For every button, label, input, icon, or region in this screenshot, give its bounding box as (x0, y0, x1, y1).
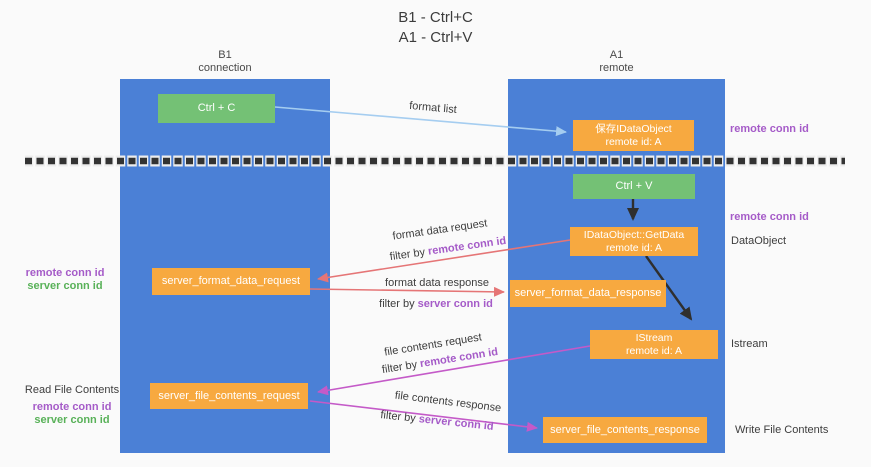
left-header-role: connection (198, 62, 252, 74)
server-file-contents-response-box: server_file_contents_response (543, 417, 707, 443)
left-conn-id-stack-bottom: remote conn id server conn id (17, 401, 127, 427)
getdata-label: IDataObject::GetData remote id: A (584, 229, 684, 255)
istream-line1: IStream (635, 331, 673, 344)
save-idataobject-box: 保存IDataObject remote id: A (573, 120, 694, 151)
right-write-file-contents-label: Write File Contents (735, 424, 829, 436)
page-title: B1 - Ctrl+C A1 - Ctrl+V (0, 8, 871, 48)
label-file-contents-response-filter: filter by server conn id (379, 409, 495, 433)
save-idataobject-label: 保存IDataObject remote id: A (595, 123, 671, 149)
server-file-contents-response-label: server_file_contents_response (550, 423, 700, 436)
ctrl-v-label: Ctrl + V (615, 180, 653, 192)
right-lifeline-header: A1 remote (508, 49, 725, 75)
right-remote-conn-id-top: remote conn id (730, 123, 809, 135)
server-format-data-response-label: server_format_data_response (514, 287, 662, 299)
server-format-data-response-box: server_format_data_response (510, 280, 666, 307)
save-idataobject-line1: 保存IDataObject (595, 122, 672, 135)
istream-label: IStream remote id: A (626, 332, 682, 358)
left-server-conn-id-bottom: server conn id (34, 414, 110, 426)
server-file-contents-request-label: server_file_contents_request (158, 389, 300, 402)
getdata-line2: remote id: A (605, 241, 662, 254)
format-data-response-arrow (309, 286, 505, 297)
label-format-data-response-filter: filter by server conn id (379, 298, 493, 310)
right-header-name: A1 (609, 49, 624, 61)
label-format-data-response: format data response (385, 277, 489, 289)
ctrl-c-label: Ctrl + C (197, 102, 236, 114)
server-format-data-request-label: server_format_data_request (161, 275, 301, 287)
left-header-name: B1 (218, 49, 232, 61)
left-server-conn-id-mid: server conn id (27, 280, 103, 292)
ctrl-v-box: Ctrl + V (573, 174, 695, 199)
right-istream-label: Istream (731, 338, 768, 350)
label-format-list: format list (408, 99, 458, 117)
right-remote-conn-id-mid: remote conn id (730, 211, 809, 223)
istream-box: IStream remote id: A (590, 330, 718, 359)
server-format-data-request-box: server_format_data_request (152, 268, 310, 295)
getdata-line1: IDataObject::GetData (583, 228, 685, 241)
left-read-file-contents-label: Read File Contents (24, 384, 120, 396)
left-lifeline-header: B1 connection (120, 49, 330, 75)
server-file-contents-request-box: server_file_contents_request (150, 383, 308, 409)
ctrl-c-box: Ctrl + C (158, 94, 275, 123)
istream-line2: remote id: A (625, 344, 683, 357)
right-header-role: remote (599, 62, 634, 74)
left-conn-id-stack-mid: remote conn id server conn id (15, 267, 115, 293)
left-remote-conn-id-mid: remote conn id (25, 267, 105, 279)
title-line-2: A1 - Ctrl+V (398, 29, 473, 46)
label-file-contents-response: file contents response (394, 389, 502, 415)
getdata-box: IDataObject::GetData remote id: A (570, 227, 698, 256)
save-idataobject-line2: remote id: A (605, 135, 662, 148)
left-remote-conn-id-bottom: remote conn id (32, 401, 112, 413)
title-line-1: B1 - Ctrl+C (398, 9, 473, 26)
right-dataobject-label: DataObject (731, 235, 787, 247)
